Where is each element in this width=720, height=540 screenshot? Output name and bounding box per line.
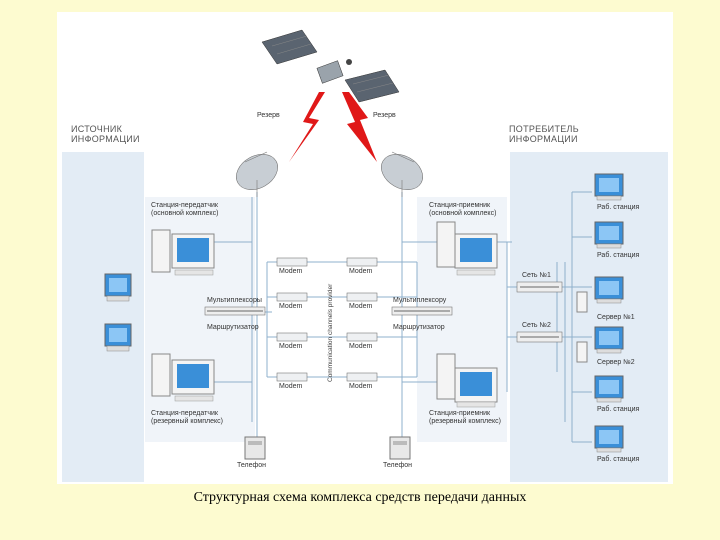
mux-left-icon — [204, 306, 266, 316]
modem-right-2-label: Modem — [349, 303, 373, 310]
workstation-2-label: Раб. станция — [597, 252, 640, 259]
provider-label: Communication channels provider — [327, 283, 334, 382]
figure-caption: Структурная схема комплекса средств пере… — [193, 490, 527, 505]
modem-right-4-icon — [346, 372, 378, 382]
router-right-label: Маршрутизатор — [393, 324, 445, 331]
modem-left-3-icon — [276, 332, 308, 342]
consumer-monitor-6-icon — [594, 425, 624, 453]
rx-reserve-label: Станция-приемник (резервный комплекс) — [429, 410, 501, 425]
diagram-graphics — [104, 29, 624, 460]
modem-left-4-label: Modem — [279, 383, 303, 390]
phone-left-label: Телефон — [237, 462, 267, 469]
net2-label: Сеть №2 — [522, 322, 551, 329]
rx-main-computer-icon — [436, 221, 498, 276]
consumer-server1-icon — [576, 276, 624, 313]
mux-right-icon — [391, 306, 453, 316]
modem-right-2-icon — [346, 292, 378, 302]
modem-right-1-icon — [346, 257, 378, 267]
modem-left-4-icon — [276, 372, 308, 382]
lightning-left-icon — [289, 92, 325, 162]
consumer-monitor-5-icon — [594, 375, 624, 403]
server1-label: Сервер №1 — [597, 314, 635, 321]
phone-right-icon — [389, 436, 411, 460]
modem-left-2-label: Modem — [279, 303, 303, 310]
network-diagram: ИСТОЧНИК ИНФОРМАЦИИ ПОТРЕБИТЕЛЬ ИНФОРМАЦ… — [57, 12, 673, 484]
mux-right-label: Мультиплексору — [393, 297, 447, 304]
modem-left-3-label: Modem — [279, 343, 303, 350]
tx-reserve-computer-icon — [151, 353, 215, 402]
satellite-icon — [261, 29, 400, 103]
consumer-title: ПОТРЕБИТЕЛЬ ИНФОРМАЦИИ — [509, 124, 579, 144]
modem-left-1-label: Modem — [279, 268, 303, 275]
mux-left-label: Мультиплексоры — [207, 297, 262, 304]
modem-right-3-label: Modem — [349, 343, 373, 350]
reserve-left-label: Резерв — [257, 112, 280, 119]
net1-label: Сеть №1 — [522, 272, 551, 279]
tx-main-label: Станция-передатчик (основной комплекс) — [151, 202, 219, 217]
source-band — [62, 152, 144, 482]
server2-label: Сервер №2 — [597, 359, 635, 366]
router-left-label: Маршрутизатор — [207, 324, 259, 331]
dish-right-icon — [381, 151, 423, 197]
modem-left-1-icon — [276, 257, 308, 267]
modem-right-1-label: Modem — [349, 268, 373, 275]
phone-left-icon — [244, 436, 266, 460]
consumer-monitor-1-icon — [594, 173, 624, 201]
reserve-right-label: Резерв — [373, 112, 396, 119]
modem-left-2-icon — [276, 292, 308, 302]
workstation-3-label: Раб. станция — [597, 406, 640, 413]
source-title: ИСТОЧНИК ИНФОРМАЦИИ — [71, 124, 140, 144]
source-monitor-2-icon — [104, 323, 132, 352]
net1-switch-icon — [516, 281, 563, 293]
connection-lines — [212, 191, 592, 443]
lightning-right-icon — [342, 92, 377, 162]
consumer-server2-icon — [576, 326, 624, 363]
modem-right-3-icon — [346, 332, 378, 342]
consumer-band — [510, 152, 668, 482]
net2-switch-icon — [516, 331, 563, 343]
phone-right-label: Телефон — [383, 462, 413, 469]
modem-right-4-label: Modem — [349, 383, 373, 390]
tx-main-computer-icon — [151, 229, 215, 276]
workstation-1-label: Раб. станция — [597, 204, 640, 211]
workstation-4-label: Раб. станция — [597, 456, 640, 463]
dish-left-icon — [236, 151, 278, 197]
consumer-monitor-2-icon — [594, 221, 624, 249]
source-monitor-1-icon — [104, 273, 132, 302]
tx-reserve-label: Станция-передатчик (резервный комплекс) — [151, 410, 223, 425]
rx-main-label: Станция-приемник (основной комплекс) — [429, 202, 497, 217]
rx-reserve-computer-icon — [436, 353, 498, 408]
